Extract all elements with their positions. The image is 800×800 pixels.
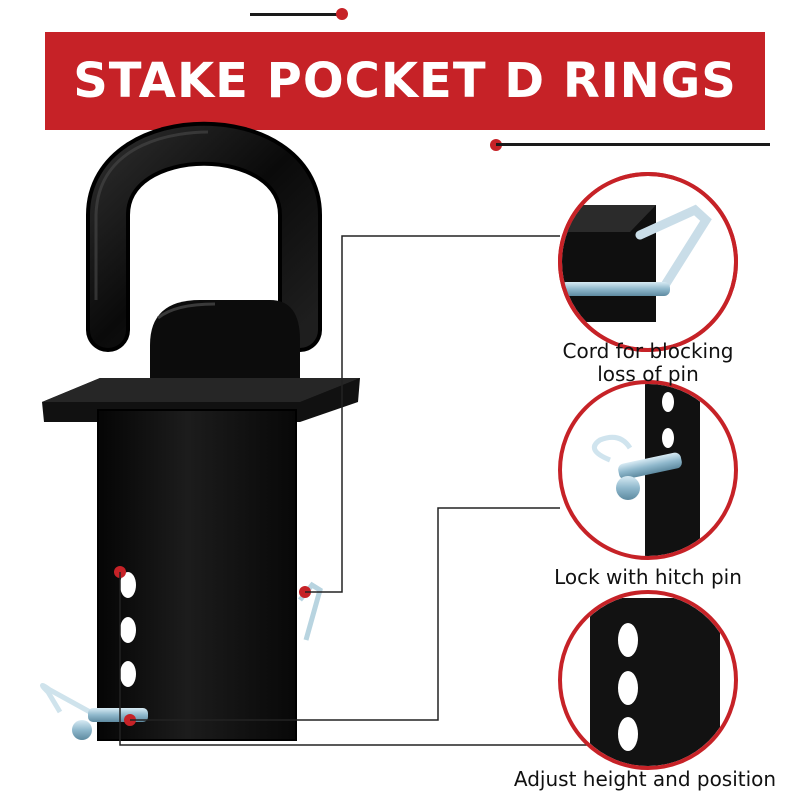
callout-caption-hitch-pin: Lock with hitch pin	[530, 566, 766, 589]
callout-adjust-line1: Adjust height and position	[513, 767, 777, 791]
title-banner: STAKE POCKET D RINGS	[45, 32, 765, 130]
bottom-decor-line	[496, 143, 770, 146]
top-decor-line	[250, 13, 340, 16]
top-decor-dot	[336, 8, 348, 20]
adjustment-holes-detail	[558, 590, 738, 770]
hitch-pin-detail	[558, 380, 738, 560]
connector-lines	[119, 235, 600, 746]
callout-cord-line2: loss of pin	[597, 362, 699, 386]
cord-pin-detail	[558, 172, 738, 352]
callout-caption-adjust: Adjust height and position	[500, 768, 790, 791]
banner-title: STAKE POCKET D RINGS	[73, 53, 737, 109]
callout-caption-cord: Cord for blocking loss of pin	[540, 340, 756, 386]
callout-cord-line1: Cord for blocking	[562, 339, 734, 363]
callout-hitch-pin-line1: Lock with hitch pin	[554, 565, 742, 589]
stake-pocket-d-ring	[40, 121, 360, 741]
